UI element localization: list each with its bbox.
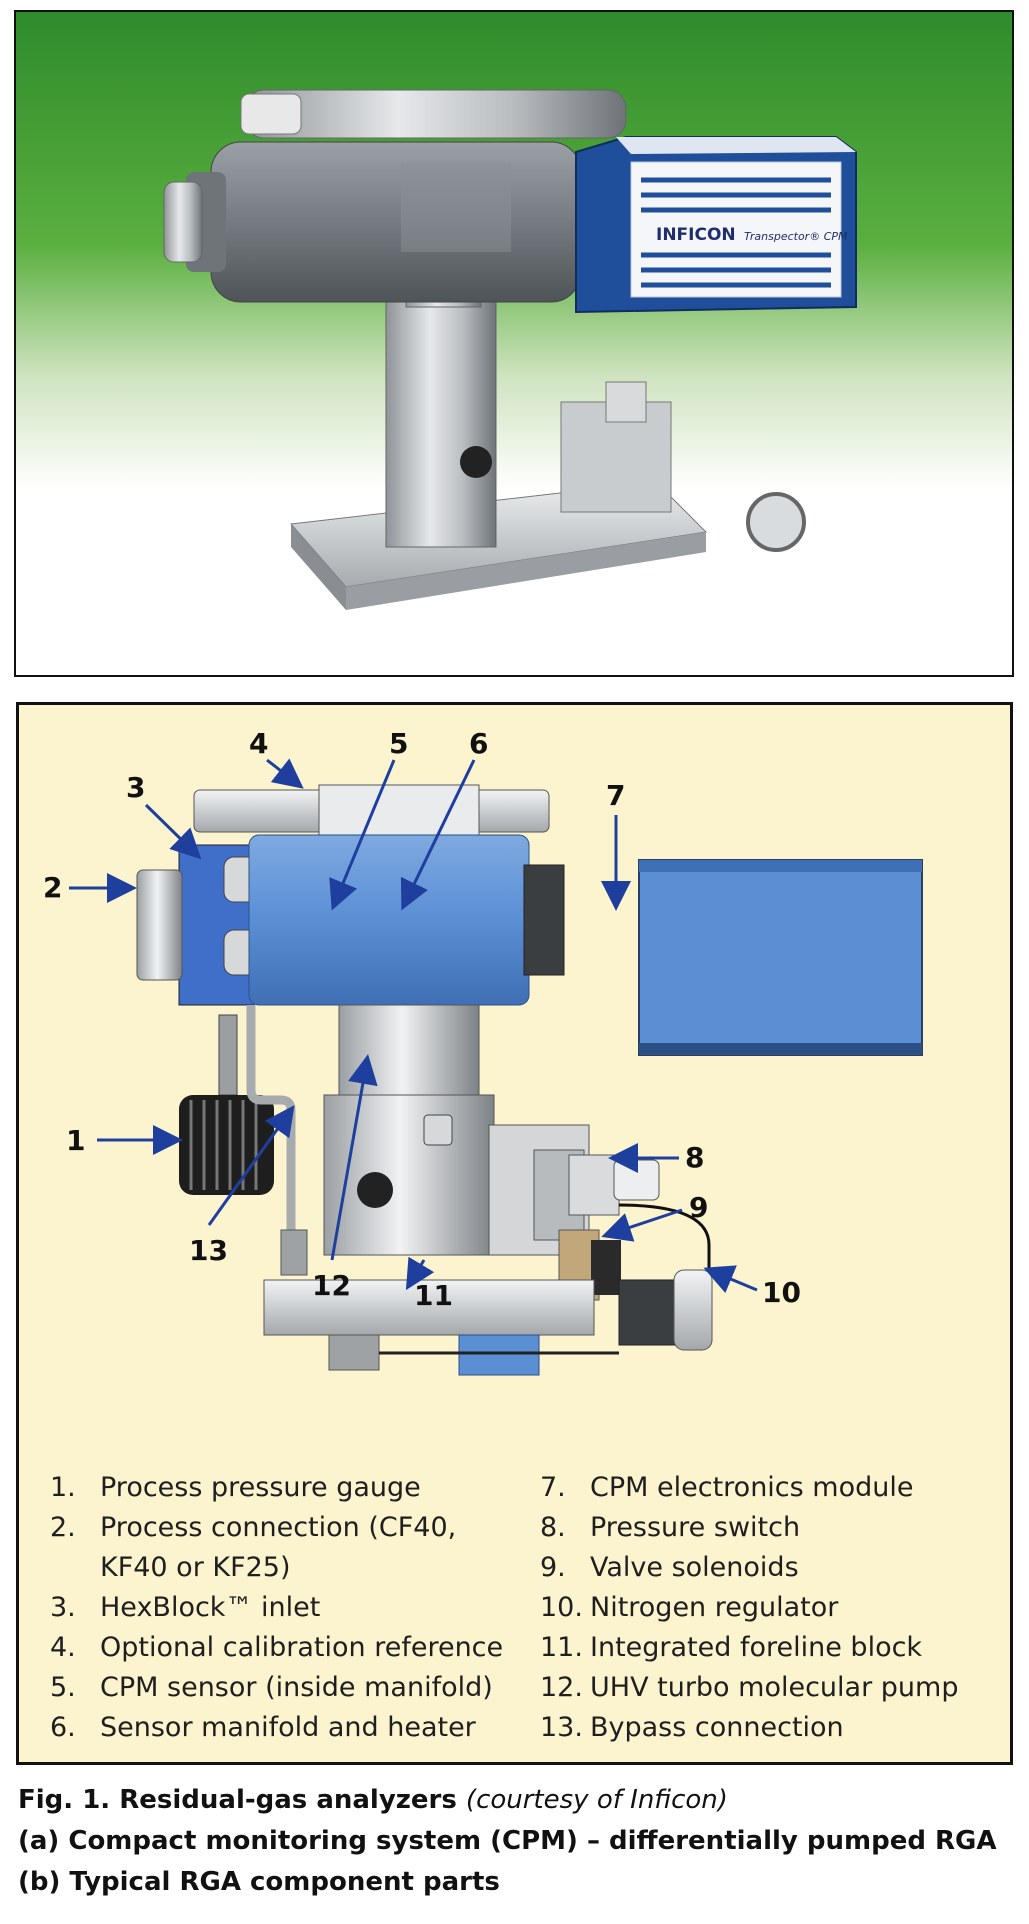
- diagram-panel: 1 2 3 4 5 6 7 8 9 10 11 12 13: [16, 702, 1013, 1765]
- legend-item: 3. HexBlock™ inlet: [50, 1588, 503, 1628]
- legend-text: UHV turbo molecular pump: [590, 1672, 959, 1703]
- callout-2: 2: [43, 871, 62, 904]
- callout-arrow-13: [207, 1105, 295, 1226]
- legend-number: 9.: [540, 1552, 566, 1583]
- callout-8: 8: [685, 1141, 704, 1174]
- legend-item: 7. CPM electronics module: [540, 1468, 958, 1508]
- legend-text: Process connection (CF40,: [100, 1512, 457, 1543]
- legend-text: HexBlock™ inlet: [100, 1592, 321, 1623]
- legend-text: Optional calibration reference: [100, 1632, 504, 1663]
- legend-number: 1.: [50, 1472, 76, 1503]
- legend-number: 12.: [540, 1672, 583, 1703]
- caption-line-3: (b) Typical RGA component parts: [18, 1867, 500, 1897]
- caption-line-1: Fig. 1. Residual-gas analyzers (courtesy…: [18, 1780, 997, 1821]
- callout-13: 13: [189, 1234, 228, 1267]
- legend-text: CPM sensor (inside manifold): [100, 1672, 493, 1703]
- callout-12: 12: [312, 1269, 351, 1302]
- callout-arrow-12: [330, 1054, 378, 1261]
- legend-text: Valve solenoids: [590, 1552, 799, 1583]
- callout-5: 5: [389, 727, 408, 760]
- callout-arrow-3: [144, 803, 202, 860]
- callout-arrow-6: [400, 759, 476, 911]
- callout-4: 4: [249, 727, 268, 760]
- legend-number: 7.: [540, 1472, 566, 1503]
- callout-arrow-9: [601, 1208, 683, 1242]
- legend-text: Integrated foreline block: [590, 1632, 923, 1663]
- legend-number: 10.: [540, 1592, 583, 1623]
- caption-line-2: (a) Compact monitoring system (CPM) – di…: [18, 1826, 997, 1856]
- legend-item: 1. Process pressure gauge: [50, 1468, 503, 1508]
- legend-item: 2. Process connection (CF40,: [50, 1508, 503, 1548]
- legend-column-right: 7. CPM electronics module 8. Pressure swit…: [540, 1468, 958, 1748]
- caption-title: Fig. 1. Residual-gas analyzers: [18, 1785, 457, 1815]
- legend-number: 2.: [50, 1512, 76, 1543]
- callout-arrow-4: [266, 758, 304, 789]
- legend-number: 13.: [540, 1712, 583, 1743]
- legend-text: Sensor manifold and heater: [100, 1712, 476, 1743]
- callout-7: 7: [606, 779, 625, 812]
- legend-text: Nitrogen regulator: [590, 1592, 839, 1623]
- callout-3: 3: [126, 771, 145, 804]
- callout-9: 9: [689, 1191, 708, 1224]
- legend-number: 8.: [540, 1512, 566, 1543]
- figure-caption: Fig. 1. Residual-gas analyzers (courtesy…: [18, 1780, 997, 1903]
- legend-item: 6. Sensor manifold and heater: [50, 1708, 503, 1748]
- legend-number: 4.: [50, 1632, 76, 1663]
- legend-text-continuation: KF40 or KF25): [100, 1552, 291, 1583]
- legend-text: Bypass connection: [590, 1712, 844, 1743]
- legend-item: 13.Bypass connection: [540, 1708, 958, 1748]
- legend-item: 10.Nitrogen regulator: [540, 1588, 958, 1628]
- legend-item: 12.UHV turbo molecular pump: [540, 1668, 958, 1708]
- product-label: Transpector® CPM: [744, 230, 848, 243]
- pressure-gauge-shape: [179, 1095, 274, 1195]
- legend-number: 11.: [540, 1632, 583, 1663]
- legend-item: 11.Integrated foreline block: [540, 1628, 958, 1668]
- sensor-manifold-shape: [248, 834, 530, 1006]
- legend-text: Process pressure gauge: [100, 1472, 421, 1503]
- legend-number: 5.: [50, 1672, 76, 1703]
- legend-item: 4. Optional calibration reference: [50, 1628, 503, 1668]
- callout-arrow-5: [329, 759, 396, 911]
- photo-panel: INFICON Transpector® CPM: [14, 10, 1014, 677]
- cpm-photo: INFICON Transpector® CPM: [16, 12, 1012, 675]
- caption-credit: (courtesy of Inficon): [465, 1785, 728, 1815]
- legend-item: 5. CPM sensor (inside manifold): [50, 1668, 503, 1708]
- callout-10: 10: [762, 1276, 801, 1309]
- electronics-module-shape: [638, 859, 923, 1056]
- callout-11: 11: [414, 1279, 453, 1312]
- callout-6: 6: [469, 727, 488, 760]
- callout-arrow-10: [703, 1265, 758, 1294]
- legend-text: Pressure switch: [590, 1512, 801, 1543]
- brand-label: INFICON: [656, 225, 736, 245]
- legend-item: 9. Valve solenoids: [540, 1548, 958, 1588]
- legend-number: 6.: [50, 1712, 76, 1743]
- legend-column-left: 1. Process pressure gauge 2. Process conne…: [50, 1468, 503, 1748]
- legend-text: CPM electronics module: [590, 1472, 914, 1503]
- callout-arrow-11: [405, 1256, 435, 1291]
- callout-1: 1: [66, 1124, 85, 1157]
- legend-number: 3.: [50, 1592, 76, 1623]
- turbo-pump-shape: [338, 1004, 480, 1096]
- legend-item: 8. Pressure switch: [540, 1508, 958, 1548]
- rga-component-diagram: 1 2 3 4 5 6 7 8 9 10 11 12 13: [43, 727, 923, 1376]
